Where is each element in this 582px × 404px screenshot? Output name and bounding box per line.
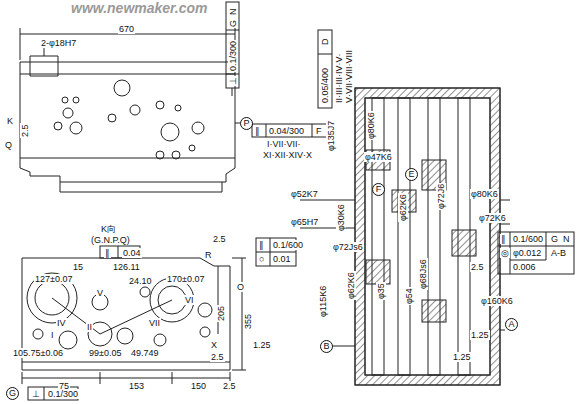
dimension-label: XI·XII·XIV·X [262, 150, 313, 160]
dimension-label: A-B [550, 248, 567, 258]
dimension-label: 99±0.05 [88, 348, 122, 358]
dimension-label: (G.N.P.Q) [90, 235, 131, 245]
dimension-label: ∥ [258, 240, 265, 250]
dimension-label: 0.1/300 [228, 40, 238, 72]
dimension-label: 0.05/400 [320, 67, 330, 104]
dimension-label: ∥ [254, 126, 261, 136]
dimension-label: ⊥ [31, 389, 41, 399]
dimension-label: φ68Js6 [418, 258, 428, 290]
dimension-label: 0.04 [122, 248, 142, 258]
dimension-label: 1.25 [470, 330, 490, 340]
dimension-label: 170±0.07 [166, 274, 205, 284]
dimension-label: φ35 [376, 282, 386, 300]
dimension-label: X [210, 340, 218, 350]
dimension-label: φ62K6 [346, 271, 356, 300]
dimension-label: 205 [216, 305, 226, 322]
datum-letter: A [505, 318, 518, 331]
datum-letter: G [6, 387, 19, 400]
dimension-label: IV [56, 318, 67, 328]
dimension-label: φ72K6 [478, 213, 507, 223]
dimension-label: 2.5 [210, 352, 225, 362]
dimension-label: ◎ [500, 248, 510, 258]
dimension-label: 355 [243, 313, 253, 330]
dimension-label: ∥ [500, 234, 507, 244]
dimension-label: V·VII·VIII·VIII [344, 49, 354, 104]
dimension-label: II [86, 322, 93, 332]
dimension-label: 24.10 [128, 276, 153, 286]
dimension-label: 153 [128, 381, 145, 391]
datum-letter: B [320, 340, 333, 353]
dimension-label: N [562, 234, 571, 244]
dimension-label: N [228, 8, 238, 17]
dimension-label: R [204, 250, 213, 260]
dimension-label: I [50, 330, 55, 340]
watermark: www.newmaker.com [70, 0, 208, 16]
dimension-label: φ80K6 [470, 189, 499, 199]
dimension-label: F [315, 126, 323, 136]
dimension-label: ∥ [104, 248, 111, 258]
dimension-label: φ54 [404, 287, 414, 305]
dimension-label: φ72Js6 [332, 242, 364, 252]
dimension-label: G [550, 234, 559, 244]
dimension-label: φ47K6 [364, 152, 393, 162]
dimension-label: 15 [72, 262, 84, 272]
dimension-label: φ115K6 [318, 285, 328, 318]
dimension-label: K向 [100, 224, 117, 234]
dimension-label: Q [4, 140, 13, 150]
dimension-label: φ52K7 [290, 189, 319, 199]
dimension-label: φ160K6 [480, 296, 514, 306]
dimension-label: V [96, 288, 104, 298]
dimension-label: ⊥ [228, 76, 238, 86]
dimension-label: 1.25 [252, 340, 272, 350]
dimension-label: 2.5 [212, 234, 227, 244]
dimension-label: 1.25 [452, 352, 472, 362]
dimension-label: VII [148, 318, 161, 328]
dimension-label: ○ [258, 254, 265, 264]
dimension-label: 0.1/600 [272, 240, 304, 250]
dimension-label: φ65H7 [290, 217, 319, 227]
dimension-label: φ135J7 [326, 120, 336, 152]
dimension-label: K [6, 116, 14, 126]
dimension-label: 0.006 [512, 262, 537, 272]
dimension-label: 49.749 [130, 348, 160, 358]
dimension-label: 0.1/300 [47, 389, 79, 399]
dimension-label: 0.04/300 [268, 126, 305, 136]
dimension-label: φ62K6 [398, 193, 408, 222]
dimension-label: D [320, 38, 330, 47]
datum-letter: E [405, 168, 418, 181]
dimension-label: 2.5 [470, 262, 485, 272]
dimension-label: φ0.012 [512, 248, 542, 258]
dimension-label: 0.1/600 [512, 234, 544, 244]
dimension-label: G [228, 19, 238, 28]
dimension-label: φ80K6 [366, 111, 376, 140]
dimension-label: 670 [118, 24, 135, 34]
dimension-label: 150 [190, 381, 207, 391]
dimension-label: 2.5 [222, 381, 237, 391]
dimension-label: 2.5 [20, 123, 30, 138]
dimension-label: O [236, 282, 245, 292]
dimension-label: φ72J6 [436, 183, 446, 210]
dimension-label: φ30K6 [336, 203, 346, 232]
datum-letter: P [240, 117, 253, 130]
dimension-label: 0.01 [272, 254, 292, 264]
datum-letter: F [372, 183, 385, 196]
dimension-label: 2-φ18H7 [40, 38, 77, 48]
dimension-label: II·III·III·IV·V· [334, 53, 344, 105]
dimension-label: VI [184, 295, 195, 305]
dimension-label: 126.11 [112, 262, 141, 272]
dimension-label: 105.75±0.06 [12, 348, 64, 358]
dimension-label: I·VII·VII· [266, 139, 302, 149]
dimension-label: 127±0.07 [34, 274, 73, 284]
